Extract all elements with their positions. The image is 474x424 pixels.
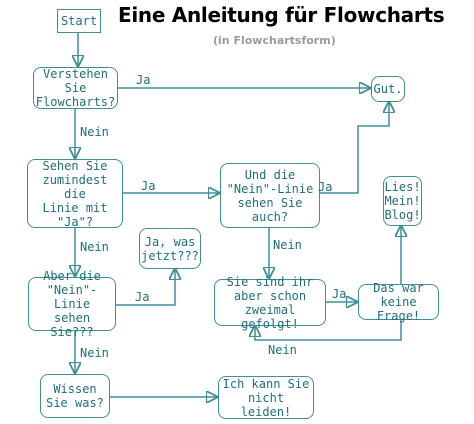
node-aber: Aber die "Nein"-Linie sehen Sie??? <box>28 269 116 339</box>
label-nein-sehen: Nein <box>80 240 109 254</box>
label-nein-aber: Nein <box>80 346 109 360</box>
label-nein-loop: Nein <box>268 343 297 357</box>
label-ja-verstehen: Ja <box>136 73 151 87</box>
node-zweimal: Sie sind ihr aber schon zweimal gefolgt! <box>214 275 326 331</box>
node-lies: Lies! Mein! Blog! <box>383 176 422 226</box>
node-und: Und die "Nein"-Linie sehen Sie auch? <box>220 163 320 228</box>
node-verstehen: Verstehen Sie Flowcharts? <box>33 67 118 109</box>
node-wissen: Wissen Sie was? <box>40 374 110 418</box>
label-nein-verstehen: Nein <box>80 125 109 139</box>
page-subtitle: (in Flowchartsform) <box>213 34 336 47</box>
node-jawas: Ja, was jetzt??? <box>139 228 201 269</box>
node-ichkann: Ich kann Sie nicht leiden! <box>218 376 314 419</box>
node-start: Start <box>57 9 101 33</box>
edge-aber-to-jawas <box>116 269 175 306</box>
edge-und-to-gut <box>320 102 389 194</box>
label-nein-und: Nein <box>273 238 302 252</box>
label-ja-zweimal: Ja <box>332 287 347 301</box>
node-gut: Gut. <box>371 76 405 102</box>
page-title: Eine Anleitung für Flowcharts <box>118 3 445 27</box>
node-daswar: Das war keine Frage! <box>358 281 439 323</box>
edge-daswar-to-zweimal <box>255 320 402 341</box>
label-ja-sehen: Ja <box>141 179 156 193</box>
label-ja-aber: Ja <box>135 290 150 304</box>
label-ja-und: Ja <box>318 180 333 194</box>
node-sehen: Sehen Sie zumindest die Linie mit "Ja"? <box>27 159 123 229</box>
